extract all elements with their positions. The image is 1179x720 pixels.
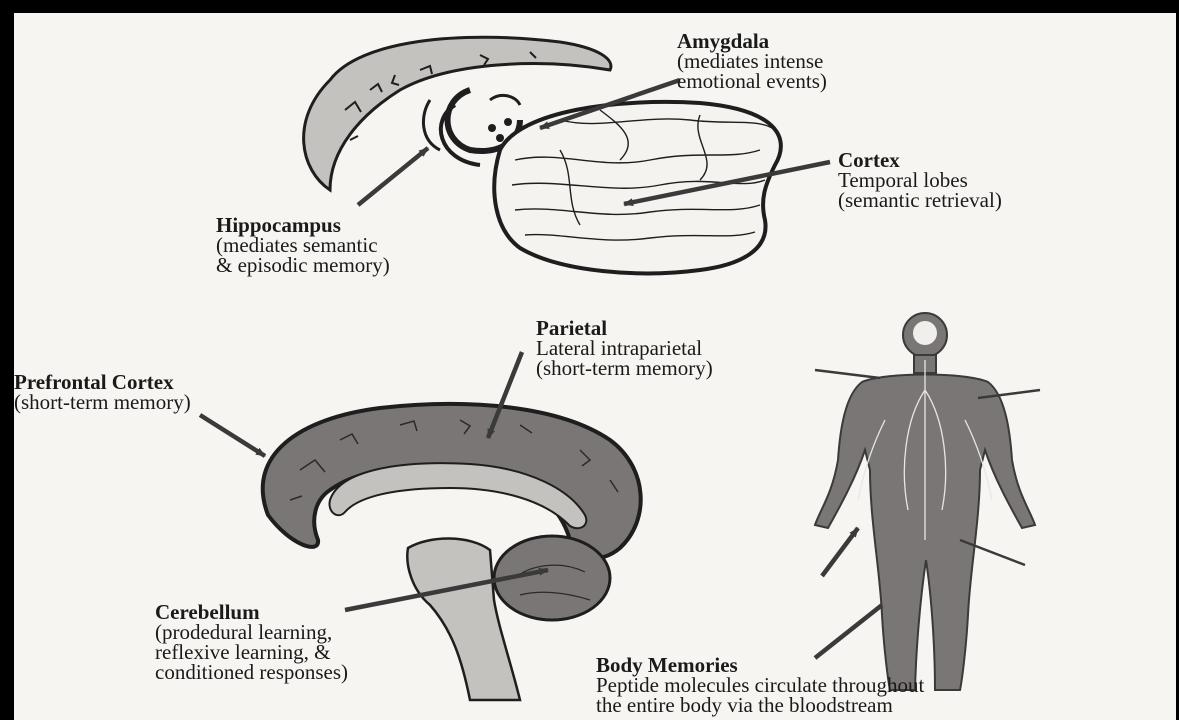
label-prefrontal-desc-1: (short-term memory) (14, 392, 191, 412)
label-body-memories: Body Memories Peptide molecules circulat… (596, 655, 924, 715)
label-amygdala: Amygdala (mediates intense emotional eve… (677, 31, 827, 91)
label-cerebellum-desc-2: reflexive learning, & (155, 642, 348, 662)
label-cortex-desc-1: Temporal lobes (838, 170, 1002, 190)
label-hippocampus-desc-2: & episodic memory) (216, 255, 390, 275)
label-hippocampus-title: Hippocampus (216, 215, 390, 235)
label-hippocampus: Hippocampus (mediates semantic & episodi… (216, 215, 390, 275)
label-body-memories-desc-2: the entire body via the bloodstream (596, 695, 924, 715)
label-body-memories-desc-1: Peptide molecules circulate throughout (596, 675, 924, 695)
label-cerebellum-title: Cerebellum (155, 602, 348, 622)
label-cortex: Cortex Temporal lobes (semantic retrieva… (838, 150, 1002, 210)
label-parietal: Parietal Lateral intraparietal (short-te… (536, 318, 713, 378)
label-cortex-title: Cortex (838, 150, 1002, 170)
label-parietal-desc-2: (short-term memory) (536, 358, 713, 378)
label-cerebellum: Cerebellum (prodedural learning, reflexi… (155, 602, 348, 682)
label-amygdala-desc-2: emotional events) (677, 71, 827, 91)
label-parietal-desc-1: Lateral intraparietal (536, 338, 713, 358)
label-cortex-desc-2: (semantic retrieval) (838, 190, 1002, 210)
temporal-lobe-illustration (494, 102, 781, 273)
label-cerebellum-desc-3: conditioned responses) (155, 662, 348, 682)
label-body-memories-title: Body Memories (596, 655, 924, 675)
label-amygdala-desc-1: (mediates intense (677, 51, 827, 71)
label-parietal-title: Parietal (536, 318, 713, 338)
label-amygdala-title: Amygdala (677, 31, 827, 51)
label-cerebellum-desc-1: (prodedural learning, (155, 622, 348, 642)
label-hippocampus-desc-1: (mediates semantic (216, 235, 390, 255)
label-prefrontal-cortex: Prefrontal Cortex (short-term memory) (14, 372, 191, 412)
label-prefrontal-title: Prefrontal Cortex (14, 372, 191, 392)
